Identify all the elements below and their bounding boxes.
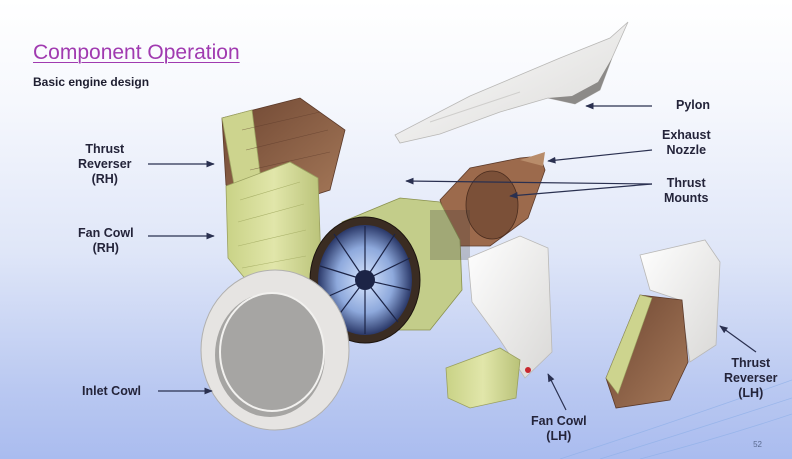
label-thrust-mounts: Thrust Mounts [664, 176, 708, 206]
fan-cowl-lh-leader [547, 373, 567, 411]
label-exhaust-nozzle-line2: Nozzle [666, 143, 707, 157]
label-thrust-reverser-lh-line2: Reverser [724, 371, 778, 385]
thrust-mount-leader-1 [405, 177, 653, 185]
label-pylon-text: Pylon [676, 98, 711, 112]
label-fan-cowl-rh-line2: (RH) [92, 241, 119, 255]
leader-lines [148, 102, 757, 411]
label-thrust-reverser-rh: Thrust Reverser (RH) [78, 142, 132, 187]
label-thrust-reverser-rh-line3: (RH) [91, 172, 118, 186]
label-fan-cowl-lh: Fan Cowl (LH) [531, 414, 587, 444]
label-exhaust-nozzle-line1: Exhaust [662, 128, 711, 142]
exhaust-nozzle-part [439, 152, 546, 247]
label-fan-cowl-lh-line1: Fan Cowl [531, 414, 587, 428]
label-exhaust-nozzle: Exhaust Nozzle [662, 128, 711, 158]
inlet-cowl-part [200, 269, 350, 431]
label-fan-cowl-lh-line2: (LH) [546, 429, 572, 443]
thrust-mount-leader-2 [509, 183, 653, 199]
pylon-part [394, 21, 629, 144]
label-thrust-reverser-lh-line1: Thrust [731, 356, 771, 370]
label-thrust-mounts-line1: Thrust [666, 176, 706, 190]
exhaust-nozzle-leader [547, 149, 653, 164]
label-thrust-reverser-lh-line3: (LH) [738, 386, 764, 400]
label-inlet-cowl: Inlet Cowl [82, 384, 141, 399]
label-fan-cowl-rh: Fan Cowl (RH) [78, 226, 134, 256]
label-thrust-reverser-rh-line1: Thrust [85, 142, 125, 156]
label-pylon: Pylon [676, 98, 710, 113]
label-thrust-reverser-rh-line2: Reverser [78, 157, 132, 171]
thrust-reverser-lh-part [605, 239, 721, 409]
slide-title: Component Operation [33, 41, 240, 64]
label-thrust-mounts-line2: Mounts [664, 191, 709, 205]
label-fan-cowl-rh-line1: Fan Cowl [78, 226, 134, 240]
page-number: 52 [753, 440, 762, 449]
label-inlet-cowl-text: Inlet Cowl [82, 384, 142, 398]
label-thrust-reverser-lh: Thrust Reverser (LH) [724, 356, 778, 401]
slide-subtitle: Basic engine design [33, 75, 150, 89]
decorative-waves [559, 379, 792, 459]
thrust-reverser-lh-leader [719, 325, 757, 353]
fan-cowl-lh-part [445, 235, 553, 409]
